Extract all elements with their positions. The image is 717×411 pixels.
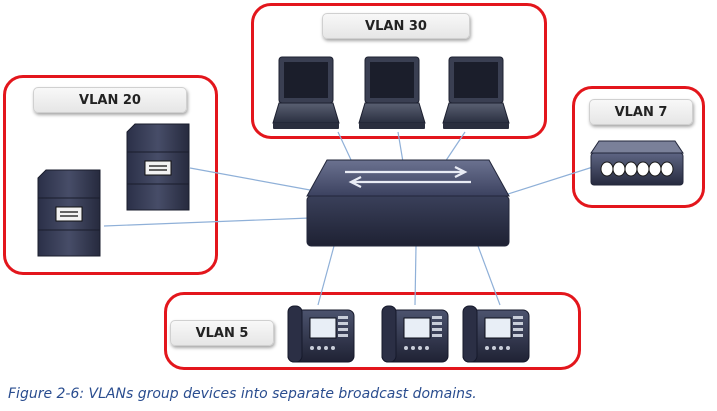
link-modem	[504, 165, 597, 196]
ip-phone-icon	[381, 305, 449, 363]
link-laptop-3	[444, 131, 466, 163]
server-icon	[37, 169, 101, 257]
vlan-20-label: VLAN 20	[33, 87, 187, 113]
vlan-30-label: VLAN 30	[322, 13, 470, 39]
link-phone-3	[477, 245, 501, 306]
hub-icon	[590, 140, 684, 186]
vlan-7-label: VLAN 7	[589, 99, 693, 125]
link-phone-1	[317, 245, 335, 306]
link-phone-2	[414, 245, 417, 306]
laptop-icon	[442, 56, 510, 129]
figure-caption: Figure 2-6: VLANs group devices into sep…	[8, 386, 477, 402]
laptop-icon	[358, 56, 426, 129]
link-laptop-2	[397, 131, 404, 163]
ip-phone-icon	[462, 305, 530, 363]
link-server-2	[189, 167, 311, 191]
vlan-5-label: VLAN 5	[170, 320, 274, 346]
laptop-icon	[272, 56, 340, 129]
link-laptop-1	[337, 131, 353, 163]
server-icon	[126, 123, 190, 211]
ip-phone-icon	[287, 305, 355, 363]
link-server-1	[103, 217, 311, 227]
switch-icon	[306, 159, 510, 247]
